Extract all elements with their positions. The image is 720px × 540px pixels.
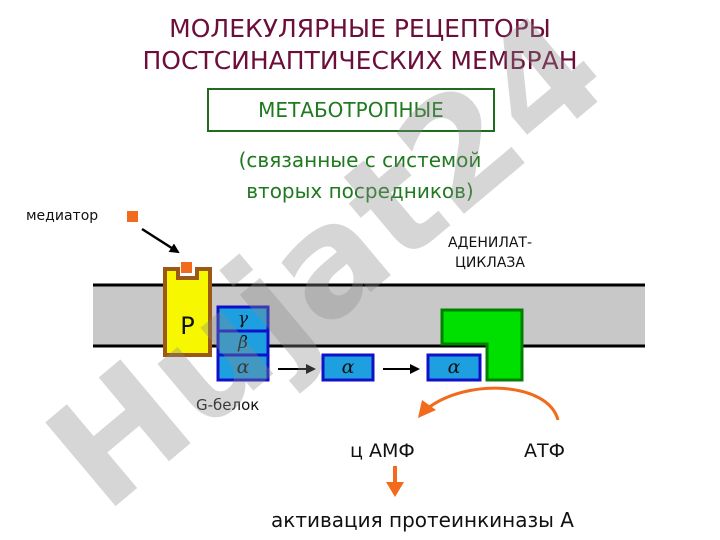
g-protein-label: G-белок: [196, 396, 260, 414]
beta-label: β: [238, 333, 248, 353]
mediator-label: медиатор: [26, 208, 99, 224]
adenylate-cyclase: [440, 308, 524, 382]
adenylate-label-line-2: ЦИКЛАЗА: [455, 255, 525, 271]
subtitle-line-1: (связанные с системой: [238, 148, 482, 172]
reaction-arc: [427, 386, 560, 421]
subtitle-line-2: вторых посредников): [246, 179, 474, 203]
title-line-1: МОЛЕКУЛЯРНЫЕ РЕЦЕПТОРЫ: [169, 14, 551, 43]
adenylate-label-line-1: АДЕНИЛАТ-: [447, 235, 533, 251]
alpha-label-2: α: [341, 356, 355, 378]
mediator-particle: [127, 211, 138, 222]
camp-label: ц АМФ: [350, 440, 415, 462]
g-beta-subunit: [216, 329, 270, 357]
title-line-2: ПОСТСИНАПТИЧЕСКИХ МЕМБРАН: [142, 46, 578, 75]
activation-arrowhead: [386, 482, 404, 497]
receptor: [163, 267, 212, 357]
atp-label: АТФ: [524, 440, 565, 462]
free-alpha-subunit: [321, 353, 375, 382]
alpha-label-3: α: [447, 356, 461, 378]
receptor-label: Р: [180, 312, 195, 340]
mediator-arrow: [141, 227, 180, 254]
bound-mediator: [181, 262, 192, 273]
gamma-label: γ: [237, 309, 249, 329]
g-gamma-subunit: [216, 305, 270, 333]
activation-label: активация протеинкиназы А: [271, 508, 574, 532]
enzyme-bound-alpha: [426, 353, 482, 382]
metabotropic-box: МЕТАБОТРОПНЫЕ: [207, 88, 495, 132]
reaction-arrowhead: [418, 400, 436, 418]
g-alpha-subunit: [216, 353, 270, 382]
alpha-label-1: α: [236, 356, 250, 378]
